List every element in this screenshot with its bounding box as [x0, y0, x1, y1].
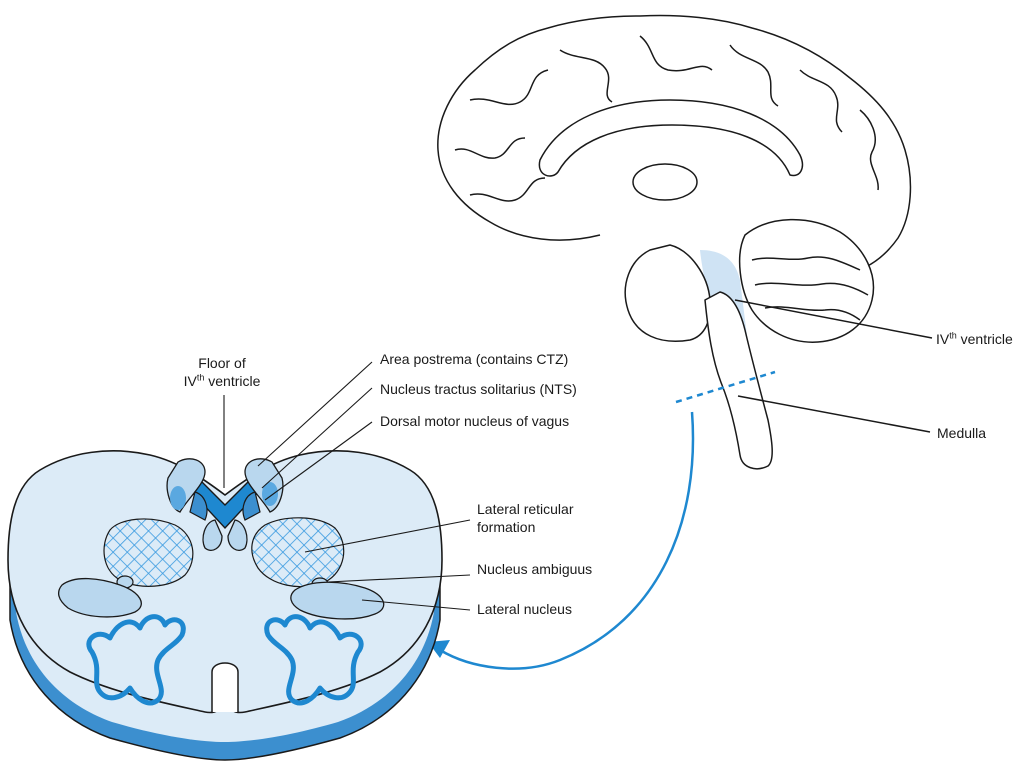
iv-ventricle-label: IVth ventricle	[936, 330, 1013, 348]
brain-sagittal	[438, 16, 932, 469]
iv-ventricle-th: th	[949, 330, 957, 340]
nts-left-core	[170, 486, 186, 510]
medulla-label: Medulla	[937, 424, 986, 442]
reticular-formation-left	[104, 519, 193, 586]
nts-label: Nucleus tractus solitarius (NTS)	[380, 380, 577, 398]
lateral-reticular-line2: formation	[477, 519, 535, 535]
lateral-reticular-label: Lateral reticular formation	[477, 500, 574, 536]
floor-iv-text: IV	[184, 373, 197, 389]
reticular-formation-right	[252, 518, 344, 587]
anterior-fissure	[212, 663, 238, 712]
lateral-nucleus-label: Lateral nucleus	[477, 600, 572, 618]
iv-ventricle-iv: IV	[936, 331, 949, 347]
floor-of-text: Floor of	[198, 355, 245, 371]
nucleus-ambiguus-label: Nucleus ambiguus	[477, 560, 592, 578]
area-postrema-label: Area postrema (contains CTZ)	[380, 350, 568, 368]
section-arrow	[440, 412, 693, 669]
medulla-cross-section	[8, 451, 442, 760]
lateral-reticular-line1: Lateral reticular	[477, 501, 574, 517]
floor-ventricle-text: ventricle	[204, 373, 260, 389]
iv-ventricle-rest: ventricle	[957, 331, 1013, 347]
dorsal-motor-nucleus-label: Dorsal motor nucleus of vagus	[380, 412, 569, 430]
pons	[625, 245, 710, 341]
floor-of-iv-ventricle-label: Floor of IVth ventricle	[162, 354, 282, 390]
